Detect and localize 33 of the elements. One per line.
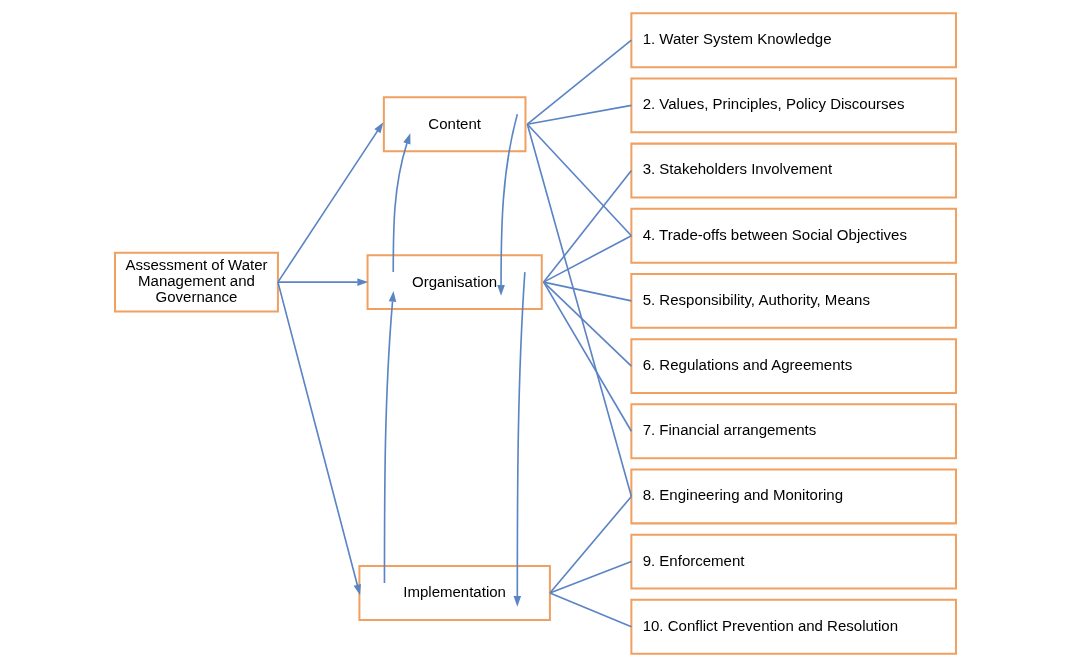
connector	[548, 560, 632, 594]
connector	[548, 592, 632, 628]
connector	[542, 281, 632, 367]
connector	[526, 104, 632, 125]
node-box: Implementation	[357, 565, 551, 621]
node-box: 9. Enforcement	[629, 533, 957, 590]
node-box: 7. Financial arrangements	[629, 403, 957, 460]
node-box: 4. Trade-offs between Social Objectives	[629, 207, 957, 264]
connector	[526, 123, 632, 237]
node-box: 10. Conflict Prevention and Resolution	[629, 598, 957, 655]
node-box: 1. Water System Knowledge	[629, 12, 957, 69]
arrow	[276, 281, 361, 596]
node-box: Assessment of Water Management and Governance	[113, 251, 279, 313]
arrow	[496, 113, 518, 296]
connector	[542, 169, 632, 283]
connector	[542, 281, 632, 302]
node-box: 8. Engineering and Monitoring	[629, 468, 957, 525]
node-box: 3. Stakeholders Involvement	[629, 142, 957, 199]
node-box: 6. Regulations and Agreements	[629, 338, 957, 395]
connector	[542, 234, 632, 283]
arrow	[513, 271, 526, 607]
arrow	[276, 278, 368, 286]
connector	[548, 495, 632, 594]
node-box: 5. Responsibility, Authority, Means	[629, 272, 957, 329]
arrow	[276, 122, 383, 283]
node-box: Organisation	[366, 254, 543, 311]
arrow	[391, 133, 410, 273]
connector	[526, 39, 632, 125]
node-box: Content	[382, 96, 526, 153]
node-box: 2. Values, Principles, Policy Discourses	[629, 77, 957, 134]
arrow	[383, 290, 396, 584]
connector	[526, 123, 632, 498]
connector	[542, 281, 632, 433]
